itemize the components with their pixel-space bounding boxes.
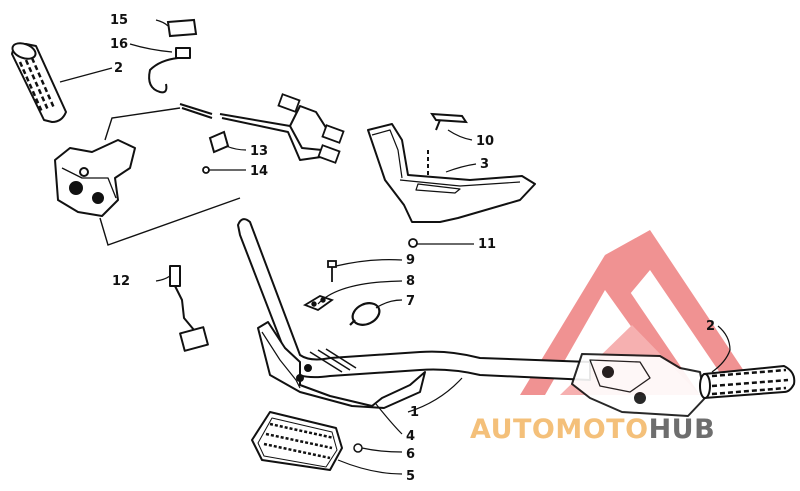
watermark-hub: HUB — [649, 414, 716, 445]
switch-cover — [166, 18, 198, 38]
callout-16: 16 — [110, 37, 128, 52]
handlebar-mount-bracket — [257, 321, 426, 409]
callout-2-left: 2 — [114, 61, 123, 76]
washer-11 — [408, 238, 418, 248]
callout-6: 6 — [406, 447, 415, 462]
svg-text:AUTOMOTOHUB: AUTOMOTOHUB — [470, 414, 715, 445]
handlebar — [237, 218, 591, 381]
watermark-automoto: AUTOMOTO — [470, 414, 649, 445]
throttle-control-housing — [54, 139, 136, 217]
wire-harness — [148, 47, 331, 161]
callout-15: 15 — [110, 13, 128, 28]
base-plate — [251, 411, 343, 471]
handlebar-pad — [367, 123, 536, 223]
clamp-ring — [349, 302, 381, 326]
assembly-leader-lines — [99, 107, 241, 246]
callout-5: 5 — [406, 469, 415, 484]
callout-2-right: 2 — [706, 319, 715, 334]
callout-4: 4 — [406, 429, 415, 444]
callout-3: 3 — [480, 157, 489, 172]
watermark-text: AUTOMOTOHUB — [470, 414, 715, 445]
callout-9: 9 — [406, 253, 415, 268]
callout-14: 14 — [250, 164, 268, 179]
callout-7: 7 — [406, 294, 415, 309]
brake-control-housing — [571, 353, 706, 417]
callout-8: 8 — [406, 274, 415, 289]
pad-insert — [430, 112, 468, 131]
clip-13 — [208, 130, 230, 154]
callout-10: 10 — [476, 134, 494, 149]
right-grip — [699, 365, 796, 399]
callout-11: 11 — [478, 237, 496, 252]
nut-6 — [353, 443, 363, 453]
bolt-9 — [327, 260, 337, 282]
kill-switch — [169, 265, 209, 352]
callout-labels: 1 2 2 3 4 5 6 7 8 9 10 11 12 13 14 15 16 — [110, 13, 715, 484]
callout-12: 12 — [112, 274, 130, 289]
left-grip — [11, 42, 67, 123]
callout-leaders — [59, 19, 731, 475]
callout-13: 13 — [250, 144, 268, 159]
callout-1: 1 — [410, 405, 419, 420]
wire-connectors — [277, 93, 345, 164]
